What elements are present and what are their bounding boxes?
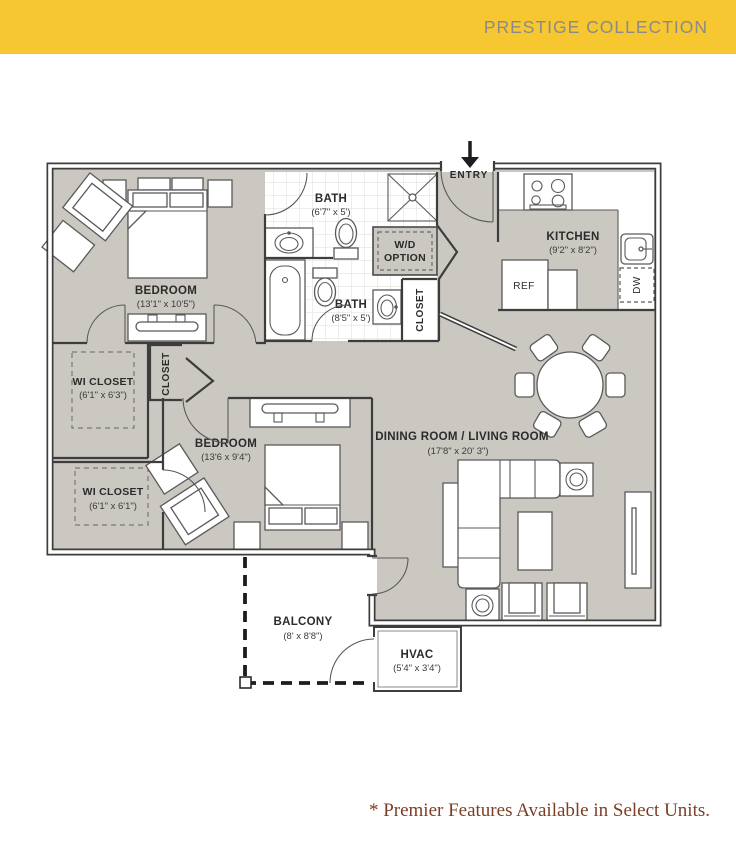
hvac-dims: (5'4" x 3'4") [393,663,441,674]
dining-table-icon [514,333,626,438]
bath1-dims: (6'7" x 5') [311,207,350,218]
living-dims: (17'8" x 20' 3") [427,446,488,457]
interior-walls [50,172,658,553]
sofa-icon [442,459,561,589]
wi-closet2-label: WI CLOSET [82,486,143,498]
balcony-dims: (8' x 8'8") [283,631,322,642]
bath-block: W/D OPTION CLOSET BATH (6'7" x 5') BATH … [264,173,438,341]
bath1-label: BATH [315,193,347,205]
hvac-label: HVAC [401,649,434,661]
kitchen-sink-icon [620,233,654,265]
bathtub-icon [264,259,306,341]
bedroom1-area: BEDROOM (13'1" x 10'5") [41,171,233,342]
bedroom2-chair-icon [144,442,230,546]
bath-closet-floor [402,279,437,341]
perimeter-walls [46,160,662,627]
wi-closet2-dims: (6'1" x 6'1") [89,501,137,512]
collection-title: PRESTIGE COLLECTION [483,16,708,37]
bedroom2-dims: (13'6 x 9'4") [201,452,251,463]
armchair-icon [501,582,543,624]
entry-mark: ENTRY [450,141,489,181]
balcony-label: BALCONY [274,616,333,628]
stove-icon [523,173,573,211]
entry-label: ENTRY [450,170,489,181]
bedroom1-bed-icon [102,177,233,279]
balcony-corner-post [239,676,252,689]
living-label: DINING ROOM / LIVING ROOM [375,431,549,443]
bath2-toilet-icon [312,267,338,307]
bath1-vanity-sink-icon [264,227,314,259]
wd-option-label-2: OPTION [384,252,426,264]
bedroom2-dresser-icon [249,397,351,428]
dishwasher-box: DW [619,267,655,303]
premier-features-note: * Premier Features Available in Select U… [368,800,710,821]
tv-console-icon [624,491,652,589]
coffee-table-icon [517,511,553,571]
bedroom2-label: BEDROOM [195,438,257,450]
bedroom1-chair-icon [41,171,134,273]
bath2-vanity-sink-icon [372,289,402,325]
wi-closet1-label: WI CLOSET [72,376,133,388]
washer-dryer-option-box: W/D OPTION [372,226,438,276]
bath-closet-label: CLOSET [415,288,426,332]
door-arcs [86,170,494,595]
entry-arrow-icon [461,141,479,168]
bedroom1-dresser-icon [127,313,207,342]
bedroom2-bed-icon [233,444,369,551]
kitchen-dims: (9'2" x 8'2") [549,245,597,256]
dishwasher-label: DW [632,276,643,294]
wi-closet1-dims: (6'1" x 6'3") [79,390,127,401]
wd-option-label-1: W/D [394,239,415,251]
balcony-area: BALCONY (8' x 8'8") [239,557,371,689]
bath2-dims: (8'5" x 5') [331,313,370,324]
bath1-toilet-icon [333,217,359,260]
bath2-label: BATH [335,299,367,311]
armchair-icon [546,582,588,624]
refrigerator-label: REF [513,281,535,292]
lamp-table-icon [559,462,594,497]
living-area: DINING ROOM / LIVING ROOM (17'8" x 20' 3… [375,333,652,624]
bedroom2-area: BEDROOM (13'6 x 9'4") [144,397,369,551]
hall-closet-label: CLOSET [161,352,172,396]
wi-closet1-area: WI CLOSET (6'1" x 6'3") [71,351,135,429]
kitchen-label: KITCHEN [546,231,599,243]
header-banner: PRESTIGE COLLECTION [0,0,736,54]
lamp-table-icon [465,588,500,623]
bedroom1-label: BEDROOM [135,285,197,297]
hvac-area: HVAC (5'4" x 3'4") [329,626,462,692]
wi-closet2-area: WI CLOSET (6'1" x 6'1") [74,467,149,526]
bedroom1-dims: (13'1" x 10'5") [137,299,195,310]
